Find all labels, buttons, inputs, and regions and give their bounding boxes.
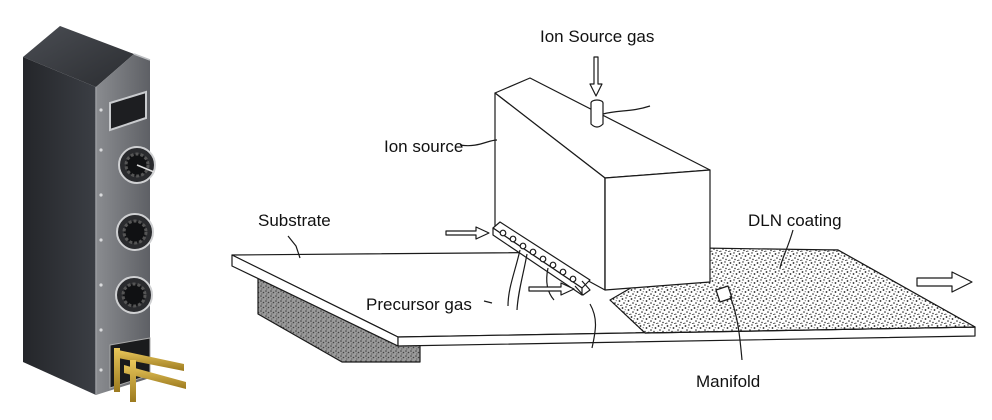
device-slot <box>109 90 147 132</box>
manifold-bar <box>492 221 591 296</box>
nozzle <box>715 285 733 303</box>
ion-source-leader <box>459 139 498 147</box>
label-ion-source: Ion source <box>384 137 464 156</box>
label-manifold: Manifold <box>696 372 761 391</box>
gas-inlet <box>590 99 651 128</box>
device-gas-tubes <box>114 348 186 402</box>
substrate-leader <box>287 235 301 259</box>
manifold-inlet-arrow-1 <box>445 226 490 240</box>
manifold-leader <box>729 295 743 361</box>
device-port-1 <box>118 146 156 184</box>
motion-arrow <box>916 271 973 293</box>
ion-source-box <box>494 77 711 291</box>
label-substrate: Substrate <box>258 211 331 230</box>
dln-coating-leader <box>779 229 794 269</box>
label-ion-source-gas: Ion Source gas <box>540 27 655 46</box>
precursor-gas-leader <box>483 300 493 304</box>
label-dln-coating: DLN coating <box>748 211 842 230</box>
ion-source-gas-arrow <box>589 56 603 97</box>
schematic <box>231 56 976 363</box>
device-render <box>23 26 186 402</box>
label-precursor-gas: Precursor gas <box>366 295 472 314</box>
device-top-face <box>23 26 134 87</box>
manifold-inlet-arrow-2 <box>528 282 575 296</box>
device-port-2 <box>116 213 154 251</box>
precursor-gas-lines <box>507 249 591 311</box>
precursor-gas-leader-2 <box>589 303 597 349</box>
device-port-3 <box>115 276 153 314</box>
device-front-face <box>23 57 96 395</box>
